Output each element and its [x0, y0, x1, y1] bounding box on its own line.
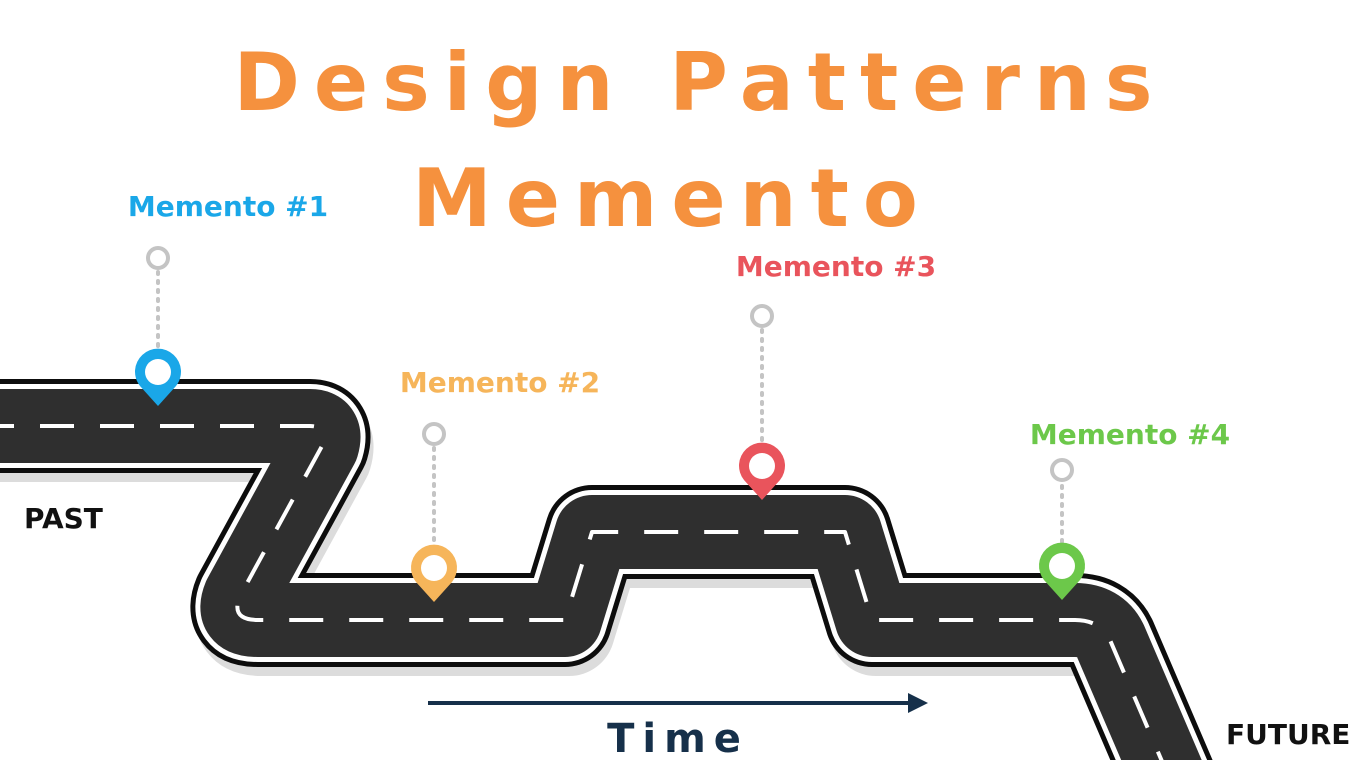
memento-label-1: Memento #1 [128, 190, 328, 223]
ring-icon-4 [1050, 458, 1074, 482]
ring-icon-1 [146, 246, 170, 270]
time-label: Time [607, 716, 749, 760]
winding-road [0, 379, 1213, 760]
pin-hole [145, 359, 171, 385]
pin-hole [749, 453, 775, 479]
memento-pin-3 [739, 442, 785, 500]
arrow-right-icon [908, 693, 928, 713]
stem-rings [146, 246, 1074, 482]
title-line-2: Memento [412, 152, 932, 245]
future-label: FUTURE [1226, 718, 1350, 751]
title-line-1: Design Patterns [233, 36, 1166, 129]
time-arrow [428, 693, 928, 713]
memento-label-2: Memento #2 [400, 366, 600, 399]
pin-stems [156, 270, 1064, 548]
pin-hole [421, 555, 447, 581]
past-label: PAST [24, 502, 103, 535]
ring-icon-3 [750, 304, 774, 328]
memento-label-4: Memento #4 [1030, 418, 1230, 451]
road-lane-markings [0, 424, 1164, 760]
memento-pin-1 [134, 348, 181, 406]
memento-label-3: Memento #3 [736, 250, 936, 283]
ring-icon-2 [422, 422, 446, 446]
pin-hole [1049, 553, 1075, 579]
memento-pin-4 [1039, 542, 1085, 600]
memento-pin-2 [410, 544, 457, 602]
